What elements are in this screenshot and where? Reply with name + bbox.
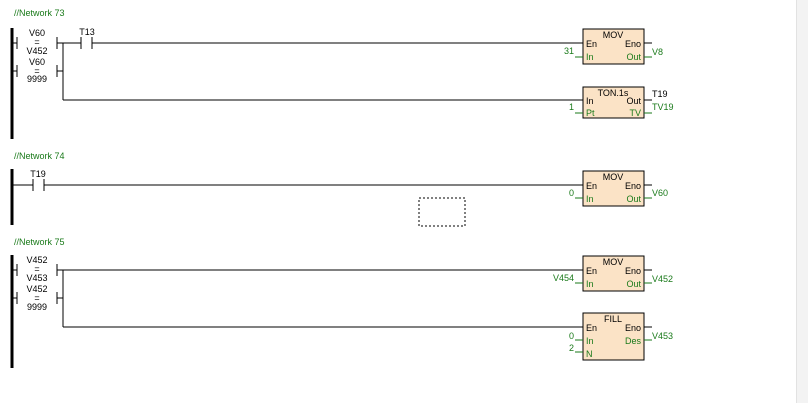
input-value: 0 [569,331,574,341]
pin-out: Out [626,279,641,289]
pin-en: En [586,266,597,276]
mov-block[interactable]: MOV En Eno In Out 31 V8 [564,28,663,65]
contact-operator: = [34,264,39,274]
no-contact[interactable]: T19 [12,169,46,191]
pin-eno: Eno [625,266,641,276]
pin-en: En [586,39,597,49]
contact-operator: = [34,37,39,47]
contact-operand: V452 [26,284,47,294]
contact-operand: 9999 [27,74,47,84]
input-value: 2 [569,343,574,353]
input-value: 31 [564,46,574,56]
compare-contact[interactable]: V60 = 9999 [12,57,63,84]
contact-operand: V60 [29,57,45,67]
output-value: TV19 [652,102,674,112]
pin-in: In [586,52,594,62]
fill-block[interactable]: FILL En Eno In Des N 0 2 V453 [569,312,673,361]
contact-operand: V452 [26,46,47,56]
network-title: //Network 74 [14,151,65,161]
ton-block[interactable]: TON.1s In Out Pt TV 1 T19 TV19 [569,86,674,119]
compare-contact[interactable]: V452 = 9999 [12,284,63,312]
pin-in: In [586,96,594,106]
pin-eno: Eno [625,39,641,49]
output-value: V452 [652,274,673,284]
block-name: MOV [603,257,624,267]
compare-contact[interactable]: V452 = V453 [12,255,63,283]
pin-out: Out [626,52,641,62]
network-title: //Network 75 [14,237,65,247]
contact-operand: V453 [26,273,47,283]
output-value: T19 [652,89,668,99]
pin-in: In [586,336,594,346]
input-value: 1 [569,102,574,112]
pin-n: N [586,349,593,359]
selection-marquee[interactable] [418,197,466,227]
input-value: 0 [569,188,574,198]
output-value: V8 [652,47,663,57]
contact-operand: 9999 [27,302,47,312]
block-name: FILL [604,314,622,324]
pin-eno: Eno [625,323,641,333]
pin-out: Out [626,194,641,204]
input-value: V454 [553,273,574,283]
pin-des: Des [625,336,642,346]
pin-tv: TV [629,108,641,118]
pin-eno: Eno [625,181,641,191]
mov-block[interactable]: MOV En Eno In Out 0 V60 [569,170,668,207]
contact-operator: = [34,66,39,76]
network-75[interactable]: //Network 75 V452 = V453 V452 = 9999 MOV… [10,237,673,368]
block-name: TON.1s [598,88,629,98]
block-name: MOV [603,172,624,182]
contact-operator: = [34,293,39,303]
contact-operand: V60 [29,28,45,38]
pin-en: En [586,323,597,333]
network-73[interactable]: //Network 73 V60 = V452 V60 = 9999 [10,8,674,139]
compare-contact[interactable]: V60 = V452 [12,28,63,56]
no-contact[interactable]: T13 [63,27,95,49]
pin-in: In [586,194,594,204]
pin-out: Out [626,96,641,106]
network-title: //Network 73 [14,8,65,18]
block-name: MOV [603,30,624,40]
contact-operand: T19 [30,169,46,179]
output-value: V60 [652,188,668,198]
vertical-scrollbar[interactable] [796,0,808,403]
contact-operand: T13 [79,27,95,37]
pin-en: En [586,181,597,191]
network-74[interactable]: //Network 74 T19 MOV En Eno In Out 0 V60 [10,151,668,227]
contact-operand: V452 [26,255,47,265]
output-value: V453 [652,331,673,341]
pin-pt: Pt [586,108,595,118]
mov-block[interactable]: MOV En Eno In Out V454 V452 [553,255,673,292]
pin-in: In [586,279,594,289]
